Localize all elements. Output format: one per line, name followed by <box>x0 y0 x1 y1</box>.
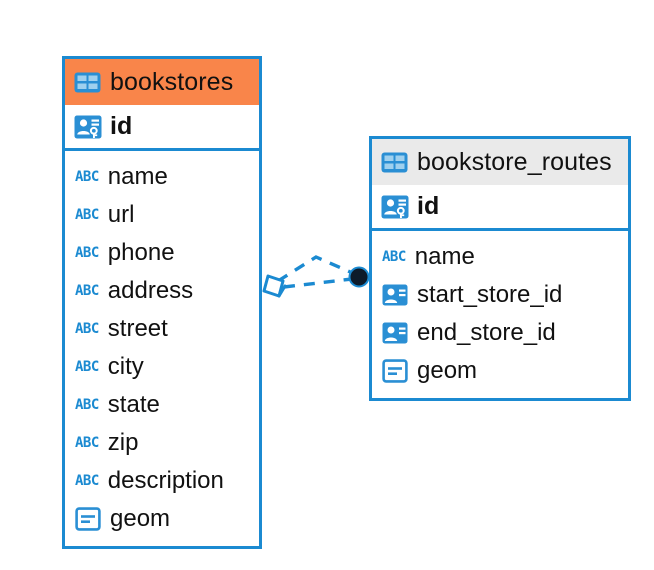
abc-text-icon: ABC <box>75 169 99 185</box>
table-icon <box>74 72 101 93</box>
abc-text-icon: ABC <box>75 359 99 375</box>
field-label: name <box>414 243 475 270</box>
field-label: city <box>107 353 144 380</box>
abc-text-icon: ABC <box>75 207 99 223</box>
field-list-bookstores: ABC name ABC url ABC phone ABC address A… <box>65 151 259 546</box>
field-row-address[interactable]: ABC address <box>65 272 259 310</box>
field-row-city[interactable]: ABC city <box>65 348 259 386</box>
geometry-icon <box>75 507 101 531</box>
field-label: geom <box>110 505 171 532</box>
field-row-id[interactable]: id <box>372 185 628 231</box>
field-label: phone <box>107 239 175 266</box>
abc-text-icon: ABC <box>382 249 406 265</box>
filled-circle-marker <box>348 266 370 288</box>
abc-text-icon: ABC <box>75 245 99 261</box>
field-label: id <box>110 112 133 140</box>
field-row-geom[interactable]: geom <box>65 500 259 538</box>
geometry-icon <box>382 359 408 383</box>
entity-bookstores[interactable]: bookstores id ABC name <box>62 56 262 549</box>
field-row-end-store-id[interactable]: end_store_id <box>372 314 628 352</box>
field-row-description[interactable]: ABC description <box>65 462 259 500</box>
entity-header-bookstores[interactable]: bookstores <box>65 59 259 105</box>
field-label: zip <box>107 429 139 456</box>
field-list-bookstore-routes: ABC name start_store_id <box>372 231 628 398</box>
field-label: description <box>107 467 224 494</box>
field-label: name <box>107 163 168 190</box>
field-row-id[interactable]: id <box>65 105 259 151</box>
field-row-phone[interactable]: ABC phone <box>65 234 259 272</box>
field-label: geom <box>417 357 478 384</box>
primary-key-icon <box>74 113 102 141</box>
field-label: url <box>107 201 135 228</box>
relationship-line-upper <box>277 255 356 283</box>
field-label: address <box>107 277 194 304</box>
primary-key-icon <box>381 193 409 221</box>
entity-title: bookstores <box>110 67 234 96</box>
abc-text-icon: ABC <box>75 283 99 299</box>
field-row-start-store-id[interactable]: start_store_id <box>372 276 628 314</box>
field-row-state[interactable]: ABC state <box>65 386 259 424</box>
entity-bookstore-routes[interactable]: bookstore_routes id ABC name <box>369 136 631 401</box>
field-row-geom[interactable]: geom <box>372 352 628 390</box>
abc-text-icon: ABC <box>75 435 99 451</box>
entity-title: bookstore_routes <box>417 147 612 176</box>
field-label: state <box>107 391 160 418</box>
abc-text-icon: ABC <box>75 473 99 489</box>
foreign-key-icon <box>382 282 408 308</box>
field-row-street[interactable]: ABC street <box>65 310 259 348</box>
field-row-name[interactable]: ABC name <box>372 238 628 276</box>
relationship-line-lower <box>283 277 353 289</box>
field-row-url[interactable]: ABC url <box>65 196 259 234</box>
field-row-zip[interactable]: ABC zip <box>65 424 259 462</box>
table-icon <box>381 152 408 173</box>
many-crowsfoot-marker <box>262 274 287 298</box>
field-row-name[interactable]: ABC name <box>65 158 259 196</box>
field-label: street <box>107 315 168 342</box>
foreign-key-icon <box>382 320 408 346</box>
entity-header-bookstore-routes[interactable]: bookstore_routes <box>372 139 628 185</box>
field-label: id <box>417 192 440 220</box>
abc-text-icon: ABC <box>75 321 99 337</box>
abc-text-icon: ABC <box>75 397 99 413</box>
field-label: end_store_id <box>417 319 556 346</box>
field-label: start_store_id <box>417 281 563 308</box>
